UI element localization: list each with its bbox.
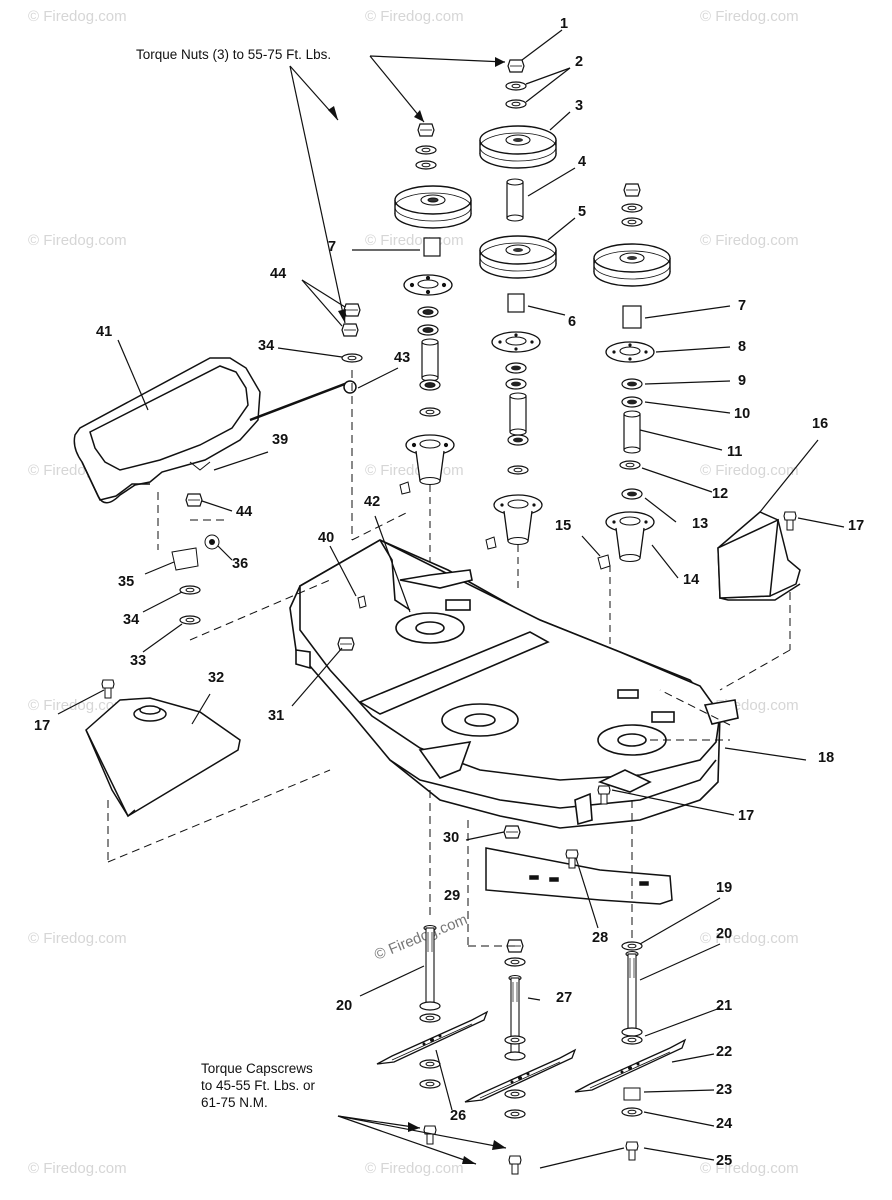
watermark: © Firedog.com — [700, 462, 799, 479]
callout-16: 16 — [812, 416, 829, 432]
right-spindle-stack — [593, 183, 671, 740]
callout-33: 33 — [130, 653, 147, 669]
callout-20-left: 20 — [336, 998, 353, 1014]
watermark: © Firedog.com — [28, 8, 127, 25]
callout-31: 31 — [268, 708, 285, 724]
callout-17-bottom: 17 — [738, 808, 755, 824]
callout-19: 19 — [716, 880, 733, 896]
callout-22: 22 — [716, 1044, 733, 1060]
callout-26: 26 — [450, 1108, 467, 1124]
watermark: © Firedog.com — [28, 232, 127, 249]
callout-25: 25 — [716, 1153, 733, 1169]
callout-10: 10 — [734, 406, 751, 422]
callout-44-top: 44 — [270, 266, 287, 282]
callout-5: 5 — [578, 204, 587, 220]
callout-39: 39 — [272, 432, 289, 448]
callout-21: 21 — [716, 998, 733, 1014]
callout-28: 28 — [592, 930, 609, 946]
callout-44-bottom: 44 — [236, 504, 253, 520]
watermark: © Firedog.com — [28, 930, 127, 947]
watermark: © Firedog.com — [700, 930, 799, 947]
callout-13: 13 — [692, 516, 709, 532]
baffle — [85, 697, 241, 818]
lower-spindles — [376, 924, 686, 1175]
watermark: © Firedog.com — [365, 8, 464, 25]
callout-12: 12 — [712, 486, 729, 502]
callout-34-top: 34 — [258, 338, 275, 354]
callout-36: 36 — [232, 556, 249, 572]
callout-3: 3 — [575, 98, 584, 114]
belt-cover — [717, 511, 801, 601]
callout-41: 41 — [96, 324, 113, 340]
callout-8: 8 — [738, 339, 747, 355]
leader-arrowheads — [328, 57, 506, 1164]
callout-34-bottom: 34 — [123, 612, 140, 628]
callout-24: 24 — [716, 1116, 733, 1132]
callout-7-right: 7 — [738, 298, 747, 314]
leader-lines — [57, 29, 845, 1169]
callout-9: 9 — [738, 373, 747, 389]
mower-deck — [289, 539, 739, 829]
callout-6: 6 — [568, 314, 577, 330]
callout-40: 40 — [318, 530, 335, 546]
watermark: © Firedog.com — [365, 1160, 464, 1177]
callout-4: 4 — [578, 154, 587, 170]
callout-29: 29 — [444, 888, 461, 904]
torque-nuts-note: Torque Nuts (3) to 55-75 Ft. Lbs. — [136, 47, 332, 62]
callout-20-right: 20 — [716, 926, 733, 942]
callout-27: 27 — [556, 990, 573, 1006]
watermark: © Firedog.com — [700, 8, 799, 25]
callout-14: 14 — [683, 572, 700, 588]
watermark: © Firedog.com — [700, 1160, 799, 1177]
watermark: © Firedog.com — [28, 1160, 127, 1177]
callout-30: 30 — [443, 830, 460, 846]
alignment-lines — [107, 370, 791, 947]
callout-17-left: 17 — [34, 718, 51, 734]
callout-17-right: 17 — [848, 518, 865, 534]
callout-23: 23 — [716, 1082, 733, 1098]
callout-2: 2 — [575, 54, 584, 70]
callout-18: 18 — [818, 750, 835, 766]
bracket — [485, 847, 673, 905]
belt-guard — [73, 357, 357, 504]
callout-35: 35 — [118, 574, 135, 590]
callout-42: 42 — [364, 494, 381, 510]
watermark: © Firedog.com — [700, 232, 799, 249]
callout-15: 15 — [555, 518, 572, 534]
center-spindle-stack — [479, 59, 557, 590]
callout-32: 32 — [208, 670, 225, 686]
torque-capscrews-note-line2: to 45-55 Ft. Lbs. or — [201, 1078, 316, 1093]
callout-43: 43 — [394, 350, 411, 366]
watermark: © Firedog.com — [28, 697, 127, 714]
callout-7-left: 7 — [328, 239, 337, 255]
torque-capscrews-note-line3: 61-75 N.M. — [201, 1095, 268, 1110]
callout-11: 11 — [727, 444, 743, 460]
callout-1: 1 — [560, 16, 569, 32]
small-parts — [101, 303, 797, 869]
torque-capscrews-note-line1: Torque Capscrews — [201, 1061, 313, 1076]
